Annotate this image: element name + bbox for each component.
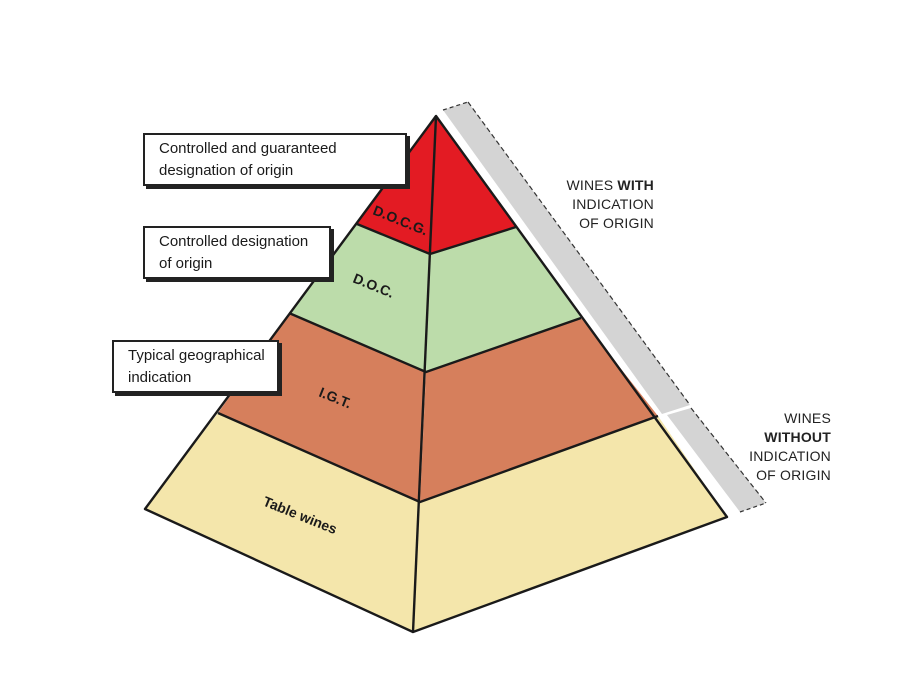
group-without-line2: INDICATION xyxy=(749,448,831,464)
callout-docg: Controlled and guaranteed designation of… xyxy=(143,133,407,186)
callout-igt-line1: Typical geographical xyxy=(128,347,265,364)
group-without-line1: WINES WITHOUT xyxy=(764,410,831,445)
level-docg-right xyxy=(430,116,516,254)
band-with-origin-top-tick xyxy=(442,101,469,111)
band-with-origin-dashed-edge xyxy=(467,101,691,406)
level-doc-left xyxy=(289,224,430,372)
group-label-with-origin: WINES WITH INDICATION OF ORIGIN xyxy=(548,176,654,233)
group-without-line3: OF ORIGIN xyxy=(756,467,831,483)
level-table-right xyxy=(413,416,727,632)
callout-doc: Controlled designation of origin xyxy=(143,226,331,279)
group-with-line1: WINES WITH xyxy=(566,177,654,193)
level-igt-right xyxy=(420,318,658,502)
callout-docg-line1: Controlled and guaranteed xyxy=(159,140,337,157)
group-with-line3: OF ORIGIN xyxy=(579,215,654,231)
band-without-origin-dashed-edge xyxy=(690,407,767,504)
callout-doc-line2: of origin xyxy=(159,255,213,272)
band-without-origin xyxy=(667,408,766,512)
band-with-origin xyxy=(443,102,690,414)
level-doc-right xyxy=(426,227,581,372)
callout-igt: Typical geographical indication xyxy=(112,340,279,393)
band-without-origin-end-tick xyxy=(739,502,767,513)
callout-doc-line1: Controlled designation xyxy=(159,233,309,250)
group-label-without-origin: WINES WITHOUT INDICATION OF ORIGIN xyxy=(725,409,831,485)
group-with-line2: INDICATION xyxy=(572,196,654,212)
callout-docg-line2: designation of origin xyxy=(159,162,294,179)
level-table-left xyxy=(145,413,420,632)
callout-igt-line2: indication xyxy=(128,369,192,386)
